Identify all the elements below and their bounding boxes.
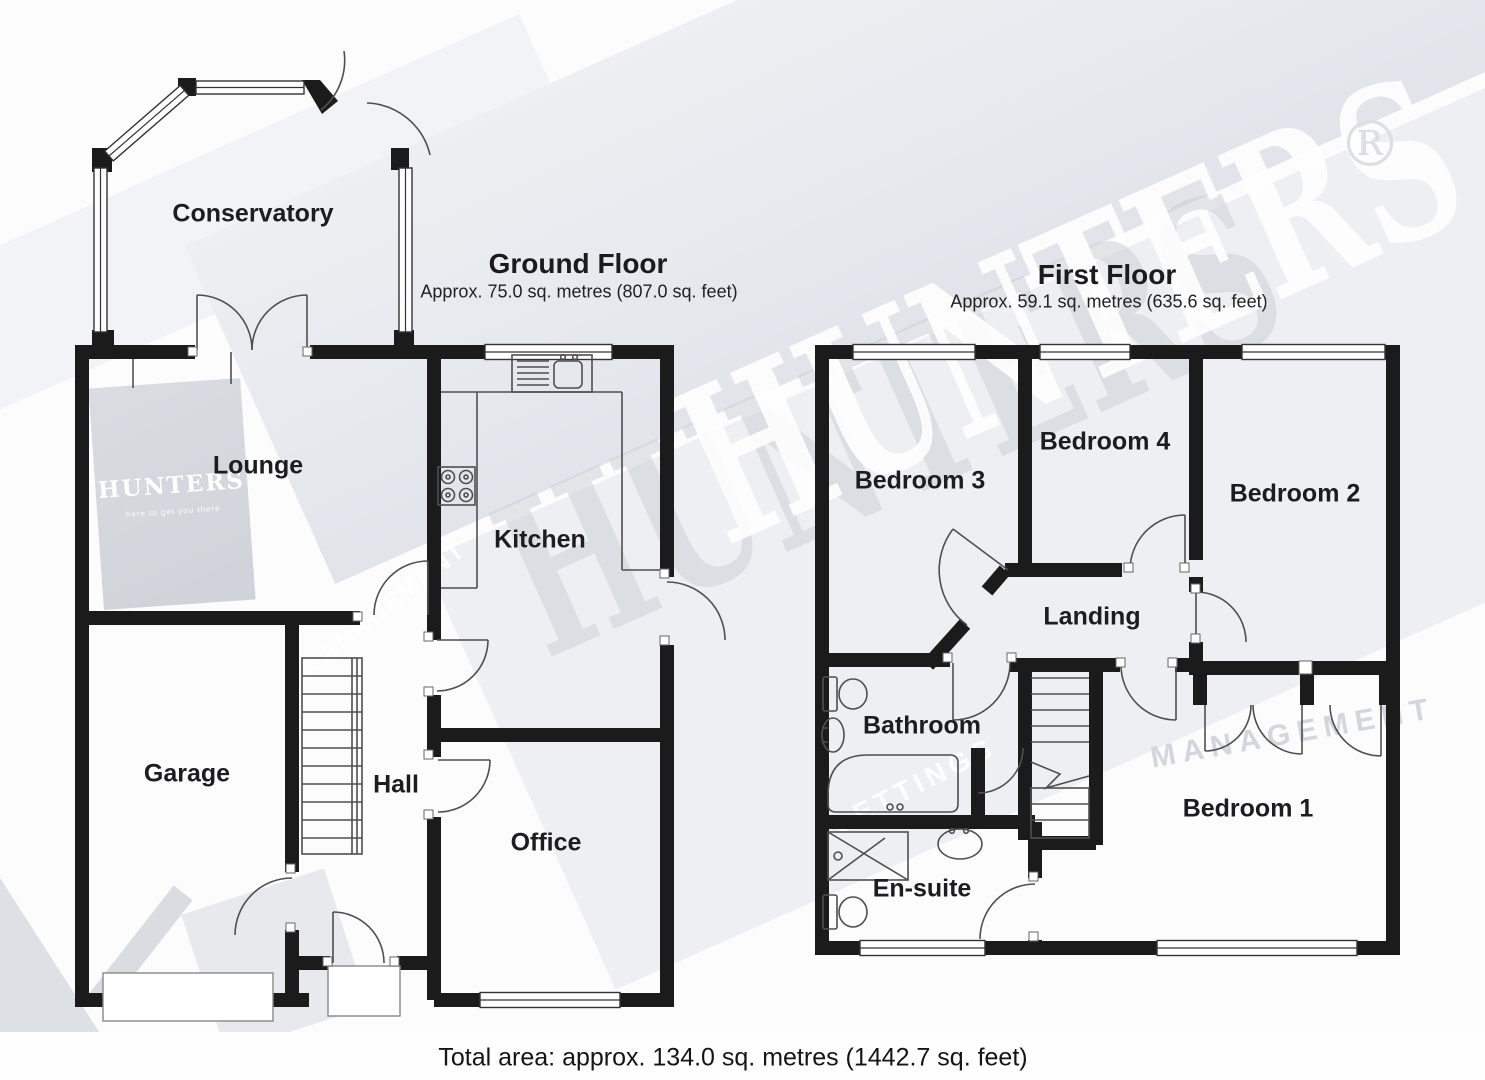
first-hinge-blocks (942, 562, 1313, 942)
ensuite-toilet (822, 894, 868, 930)
kitchen-sink (511, 353, 593, 393)
bathroom-basin (821, 717, 845, 753)
ensuite-basin (937, 827, 983, 860)
ground-floor-plan (75, 50, 726, 1022)
room-label-ensuite: En-suite (872, 874, 972, 903)
bathroom-toilet (822, 676, 868, 712)
room-label-bathroom: Bathroom (862, 711, 982, 740)
ground-windows (479, 343, 621, 1009)
ground-door-arcs (196, 50, 726, 964)
front-porch (327, 965, 401, 1017)
garage-door (102, 972, 274, 1022)
room-label-conservatory: Conservatory (172, 199, 334, 228)
first-windows (852, 343, 1386, 957)
total-area-caption: Total area: approx. 134.0 sq. metres (14… (438, 1043, 1028, 1072)
conservatory-windows (93, 80, 413, 333)
room-label-bedroom4: Bedroom 4 (1039, 427, 1171, 456)
bathroom-bath (827, 754, 959, 813)
ground-floor-title: Ground Floor (488, 248, 668, 279)
kitchen-hob (437, 466, 476, 506)
room-label-bedroom2: Bedroom 2 (1229, 479, 1361, 508)
first-door-arcs (938, 514, 1382, 940)
first-stairs (1030, 677, 1090, 839)
room-label-garage: Garage (143, 759, 231, 788)
first-floor-title: First Floor (1037, 259, 1177, 290)
room-label-office: Office (510, 828, 582, 857)
room-label-bedroom3: Bedroom 3 (854, 466, 986, 495)
ground-floor-area: Approx. 75.0 sq. metres (807.0 sq. feet) (420, 281, 738, 302)
ground-hinge-blocks (187, 346, 670, 967)
room-label-landing: Landing (1043, 602, 1141, 631)
ensuite-shower (827, 831, 909, 881)
ground-stairs (301, 657, 363, 855)
room-label-hall: Hall (373, 770, 419, 799)
ground-walls (75, 345, 674, 1007)
first-floor-plan (815, 343, 1400, 957)
first-floor-area: Approx. 59.1 sq. metres (635.6 sq. feet) (950, 291, 1268, 312)
room-label-kitchen: Kitchen (494, 525, 586, 554)
room-label-bedroom1: Bedroom 1 (1182, 794, 1314, 823)
room-label-lounge: Lounge (212, 451, 304, 480)
